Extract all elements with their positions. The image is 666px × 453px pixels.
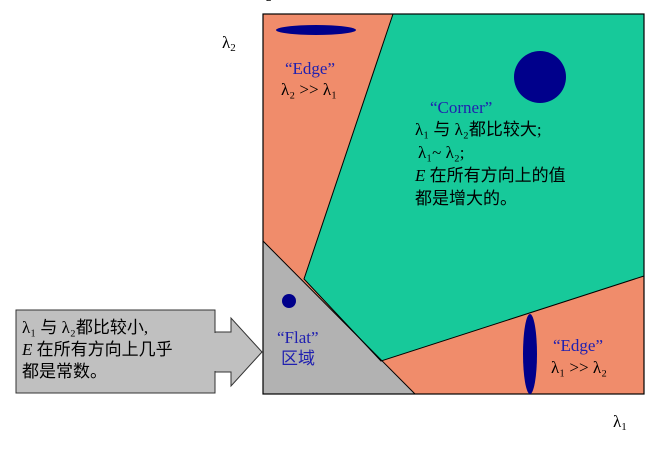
corner-region (304, 14, 644, 361)
plot-frame (262, 13, 645, 395)
corner-line2: λ₁~ λ₂; (418, 143, 465, 162)
edge-right-relation: λ₁ >> λ₂ (551, 358, 608, 377)
edge-right-ellipse (523, 314, 537, 394)
callout-line3: 都是常数。 (22, 362, 107, 381)
flat-circle (282, 294, 296, 308)
edge-right-title: “Edge” (553, 336, 604, 355)
edge-top-relation: λ₂ >> λ₁ (281, 80, 338, 99)
corner-circle (514, 51, 566, 103)
flat-subtitle: 区域 (281, 349, 315, 368)
flat-title: “Flat” (277, 328, 319, 347)
y-axis-label: λ2 (222, 33, 236, 54)
top-sub-fragment: 2 (266, 0, 272, 8)
edge-top-title: “Edge” (285, 59, 336, 78)
corner-boundary (303, 13, 645, 362)
callout-line1: λ₁ 与 λ₂都比较小, (22, 318, 149, 337)
corner-title: “Corner” (430, 98, 493, 117)
x-axis-label: λ1 (613, 412, 627, 433)
callout-arrow-head (214, 316, 263, 388)
callout-line2: E 在所有方向上几乎 (22, 340, 173, 359)
edge-top-ellipse (276, 25, 356, 35)
corner-line4: 都是增大的。 (415, 189, 517, 208)
flat-boundary (262, 240, 416, 395)
callout-box (15, 309, 216, 394)
corner-line3: E 在所有方向上的值 (415, 166, 566, 185)
corner-line1: λ₁ 与 λ₂都比较大; (415, 120, 542, 139)
